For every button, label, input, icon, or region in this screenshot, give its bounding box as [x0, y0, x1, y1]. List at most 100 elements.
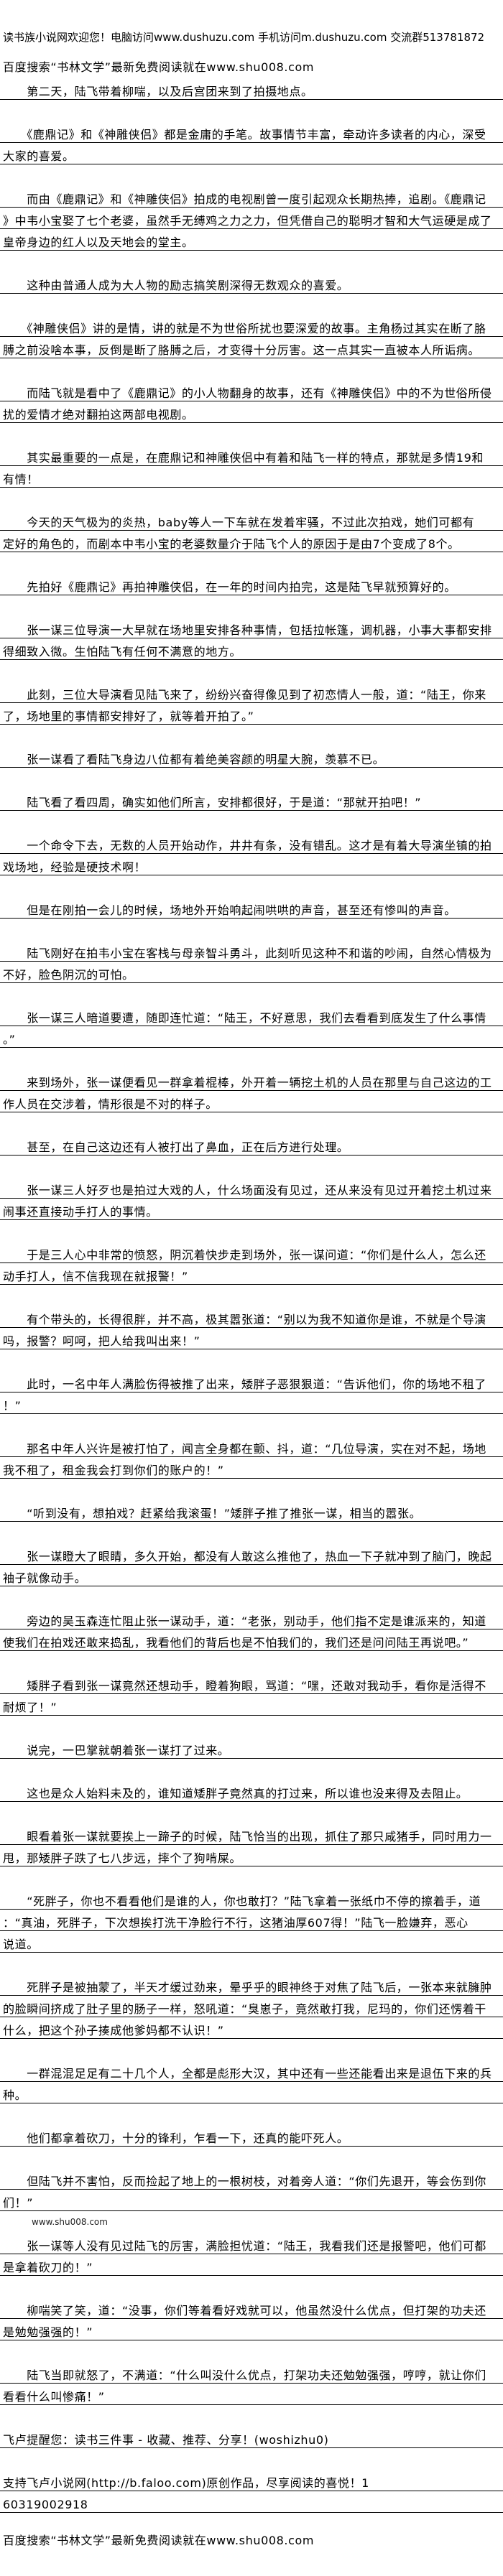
text-line: 支持飞卢小说网(http://b.faloo.com)原创作品，尽享阅读的喜悦！… [0, 2470, 503, 2491]
text-line: 》中韦小宝娶了七个老婆，虽然手无缚鸡之力之力，但凭借自己的聪明才智和大气运硬是成… [0, 208, 503, 229]
paragraph-gap [0, 1414, 503, 1436]
text-line: 但陆飞并不害怕，反而捡起了地上的一根树枝，对着旁人道：“你们先退开，等会伤到你 [0, 2168, 503, 2190]
paragraph: 第二天，陆飞带着柳喘，以及后宫团来到了拍摄地点。 [0, 78, 503, 100]
paragraph: 张一谋等人没有见过陆飞的厉害，满脸担忧道：“陆王，我看我们还是报警吧，他们可都是… [0, 2233, 503, 2276]
paragraph-gap [0, 1802, 503, 1823]
text-line: 旁边的吴玉森连忙阻止张一谋动手，道：“老张，别动手，他们指不定是谁派来的，知道 [0, 1608, 503, 1629]
text-line: 膊之前没啥本事，反倒是断了胳膊之后，才变得十分厉害。这一点其实一直被本人所诟病。 [0, 337, 503, 358]
text-line: 这种由普通人成为大人物的励志搞笑剧深得无数观众的喜爱。 [0, 272, 503, 294]
paragraph-gap [0, 358, 503, 380]
paragraph: 这种由普通人成为大人物的励志搞笑剧深得无数观众的喜爱。 [0, 272, 503, 294]
text-line: 种。 [0, 2082, 503, 2103]
paragraph-gap [0, 919, 503, 940]
text-line: 于是三人心中非常的愤怒，阴沉着快步走到场外，张一谋问道：“你们是什么人，怎么还 [0, 1242, 503, 1263]
text-line: 而由《鹿鼎记》和《神雕侠侣》拍成的电视剧曾一度引起观众长期热捧，追剧。《鹿鼎记 [0, 186, 503, 208]
paragraph: 一群混混足足有二十几个人，全都是彪形大汉，其中还有一些还能看出来是退伍下来的兵种… [0, 2060, 503, 2103]
paragraph: 来到场外，张一谋便看见一群拿着棍棒，外开着一辆挖土机的人员在那里与自己这边的工作… [0, 1069, 503, 1112]
paragraph: “听到没有，想拍戏？赶紧给我滚蛋！”矮胖子推了推张一谋，相当的嚣张。 [0, 1500, 503, 1522]
text-line: 有个带头的，长得很胖，并不高，极其嚣张道：“别以为我不知道你是谁，不就是个导演 [0, 1306, 503, 1328]
text-line: 这也是众人始料未及的，谁知道矮胖子竟然真的打过来，所以谁也没来得及去阻止。 [0, 1780, 503, 1802]
paragraph-gap [0, 2276, 503, 2297]
paragraph: 一个命令下去，无数的人员开始动作，井井有条，没有错乱。这才是有着大导演坐镇的拍戏… [0, 832, 503, 875]
paragraph: 支持飞卢小说网(http://b.faloo.com)原创作品，尽享阅读的喜悦！… [0, 2470, 503, 2513]
text-line: 的脸瞬间挤成了肚子里的肠子一样，怒吼道：“臭崽子，竟然敢打我，尼玛的，你们还愣着… [0, 1996, 503, 2017]
paragraph-gap [0, 1953, 503, 1974]
paragraph-gap [0, 1586, 503, 1608]
paragraph: 张一谋三人暗道要遭，随即连忙道：“陆王，不好意思，我们去看看到底发生了什么事情。… [0, 1005, 503, 1048]
paragraph: 而陆飞就是看中了《鹿鼎记》的小人物翻身的故事，还有《神雕侠侣》中的不为世俗所侵扰… [0, 380, 503, 423]
paragraph: 飞卢提醒您：读书三件事 - 收藏、推荐、分享！(woshizhu0) [0, 2427, 503, 2448]
paragraph: 《神雕侠侣》讲的是情，讲的就是不为世俗所扰也要深爱的故事。主角杨过其实在断了胳膊… [0, 315, 503, 358]
paragraph-gap: www.shu008.com [0, 2211, 503, 2233]
text-line: 皇帝身边的红人以及天地会的堂主。 [0, 229, 503, 251]
text-line: 袖子就像动手。 [0, 1565, 503, 1586]
text-line: 我不租了，租金我会打到你们的账户的！” [0, 1457, 503, 1479]
text-line: 一个命令下去，无数的人员开始动作，井井有条，没有错乱。这才是有着大导演坐镇的拍 [0, 832, 503, 854]
paragraph-gap [0, 552, 503, 574]
text-line: ：“真油，死胖子，下次想挨打洗干净脸行不行，这猪油厚607得！”陆飞一脸嫌弃，恶… [0, 1910, 503, 1931]
paragraph-gap [0, 100, 503, 121]
text-line: 60319002918 [0, 2491, 503, 2513]
text-line: 飞卢提醒您：读书三件事 - 收藏、推荐、分享！(woshizhu0) [0, 2427, 503, 2448]
text-line: 柳喘笑了笑，道：“没事，你们等着看好戏就可以，他虽然没什么优点，但打架的功夫还 [0, 2297, 503, 2319]
text-line: 闹事还直接动手打人的事情。 [0, 1199, 503, 1220]
text-line: 甚至，在自己这边还有人被打出了鼻血，正在后方进行处理。 [0, 1134, 503, 1156]
paragraph: 陆飞当即就怒了，不满道：“什么叫没什么优点，打架功夫还勉勉强强，哼哼，就让你们看… [0, 2362, 503, 2405]
paragraph: 今天的天气极为的炎热，baby等人一下车就在发着牢骚，不过此次拍戏，她们可都有定… [0, 509, 503, 552]
paragraph-gap [0, 1716, 503, 1737]
text-line: 先拍好《鹿鼎记》再拍神雕侠侣，在一年的时间内拍完，这是陆飞早就预算好的。 [0, 574, 503, 595]
paragraph-gap [0, 2405, 503, 2427]
text-line: 其实最重要的一点是，在鹿鼎记和神雕侠侣中有着和陆飞一样的特点，那就是多情19和 [0, 445, 503, 466]
chapter-content: 第二天，陆飞带着柳喘，以及后宫团来到了拍摄地点。 《鹿鼎记》和《神雕侠侣》都是金… [0, 78, 503, 2529]
text-line: 但是在刚拍一会儿的时候，场地外开始响起闹哄哄的声音，甚至还有惨叫的声音。 [0, 897, 503, 919]
text-line: 是勉勉强强的！” [0, 2319, 503, 2340]
text-line: 陆飞看了看四周，确实如他们所言，安排都很好，于是道：“那就开拍吧！” [0, 789, 503, 811]
text-line: 陆飞刚好在拍韦小宝在客栈与母亲智斗勇斗，此刻听见这种不和谐的吵闹，自然心情极为 [0, 940, 503, 962]
text-line: 此时，一名中年人满脸伤得被推了出来，矮胖子恶狠狠道：“告诉他们，你的场地不租了 [0, 1371, 503, 1392]
site-welcome-banner: 读书族小说网欢迎您！电脑访问www.dushuzu.com 手机访问m.dush… [3, 31, 485, 44]
text-line: 来到场外，张一谋便看见一群拿着棍棒，外开着一辆挖土机的人员在那里与自己这边的工 [0, 1069, 503, 1091]
text-line: 了，场地里的事情都安排好了，就等着开拍了。” [0, 703, 503, 725]
paragraph-gap [0, 2340, 503, 2362]
paragraph-gap [0, 2103, 503, 2125]
text-line: 张一谋看了看陆飞身边八位都有着绝美容颜的明星大腕，羡慕不已。 [0, 746, 503, 768]
paragraph: 陆飞刚好在拍韦小宝在客栈与母亲智斗勇斗，此刻听见这种不和谐的吵闹，自然心情极为不… [0, 940, 503, 983]
text-line: 定好的角色的，而剧本中韦小宝的老婆数量介于陆飞个人的原因于是由7个变成了8个。 [0, 531, 503, 552]
paragraph: 那名中年人兴许是被打怕了，闻言全身都在颤、抖，道：“几位导演，实在对不起，场地我… [0, 1436, 503, 1479]
paragraph: 说完，一巴掌就朝着张一谋打了过来。 [0, 1737, 503, 1759]
paragraph-gap [0, 595, 503, 617]
paragraph-gap [0, 1349, 503, 1371]
paragraph: 陆飞看了看四周，确实如他们所言，安排都很好，于是道：“那就开拍吧！” [0, 789, 503, 811]
text-line: 耐烦了！” [0, 1694, 503, 1716]
paragraph: 其实最重要的一点是，在鹿鼎记和神雕侠侣中有着和陆飞一样的特点，那就是多情19和有… [0, 445, 503, 488]
paragraph-gap [0, 983, 503, 1005]
paragraph: 张一谋三位导演一大早就在场地里安排各种事情，包括拉帐篷，调机器，小事大事都安排得… [0, 617, 503, 660]
paragraph: 旁边的吴玉森连忙阻止张一谋动手，道：“老张，别动手，他们指不定是谁派来的，知道使… [0, 1608, 503, 1651]
text-line: 《神雕侠侣》讲的是情，讲的就是不为世俗所扰也要深爱的故事。主角杨过其实在断了胳 [0, 315, 503, 337]
paragraph-gap [0, 660, 503, 682]
paragraph-gap [0, 164, 503, 186]
text-line: 大家的喜爱。 [0, 143, 503, 164]
text-line: 那名中年人兴许是被打怕了，闻言全身都在颤、抖，道：“几位导演，实在对不起，场地 [0, 1436, 503, 1457]
paragraph-gap [0, 768, 503, 789]
paragraph-gap [0, 294, 503, 315]
paragraph-gap [0, 725, 503, 746]
paragraph-gap [0, 488, 503, 509]
paragraph: 张一谋看了看陆飞身边八位都有着绝美容颜的明星大腕，羡慕不已。 [0, 746, 503, 768]
text-line: 矮胖子看到张一谋竟然还想动手，瞪着狗眼，骂道：“嘿，还敢对我动手，看你是活得不 [0, 1673, 503, 1694]
text-line: 说道。 [0, 1931, 503, 1953]
paragraph-gap [0, 811, 503, 832]
paragraph-gap [0, 1285, 503, 1306]
paragraph: 柳喘笑了笑，道：“没事，你们等着看好戏就可以，他虽然没什么优点，但打架的功夫还是… [0, 2297, 503, 2340]
text-line: 有情！ [0, 466, 503, 488]
inline-site-url: www.shu008.com [32, 2217, 108, 2227]
paragraph: 他们都拿着砍刀，十分的锋利，乍看一下，还真的能吓死人。 [0, 2125, 503, 2147]
text-line: 。” [0, 1026, 503, 1048]
paragraph: 此刻，三位大导演看见陆飞来了，纷纷兴奋得像见到了初恋情人一般，道：“陆王，你来了… [0, 682, 503, 725]
text-line: 们！” [0, 2190, 503, 2211]
paragraph-gap [0, 1651, 503, 1673]
text-line: 扰的爱情才绝对翻拍这两部电视剧。 [0, 401, 503, 423]
text-line: 说完，一巴掌就朝着张一谋打了过来。 [0, 1737, 503, 1759]
text-line: 张一谋等人没有见过陆飞的厉害，满脸担忧道：“陆王，我看我们还是报警吧，他们可都 [0, 2233, 503, 2254]
text-line: 戏场地，经验是硬技术啊！ [0, 854, 503, 875]
